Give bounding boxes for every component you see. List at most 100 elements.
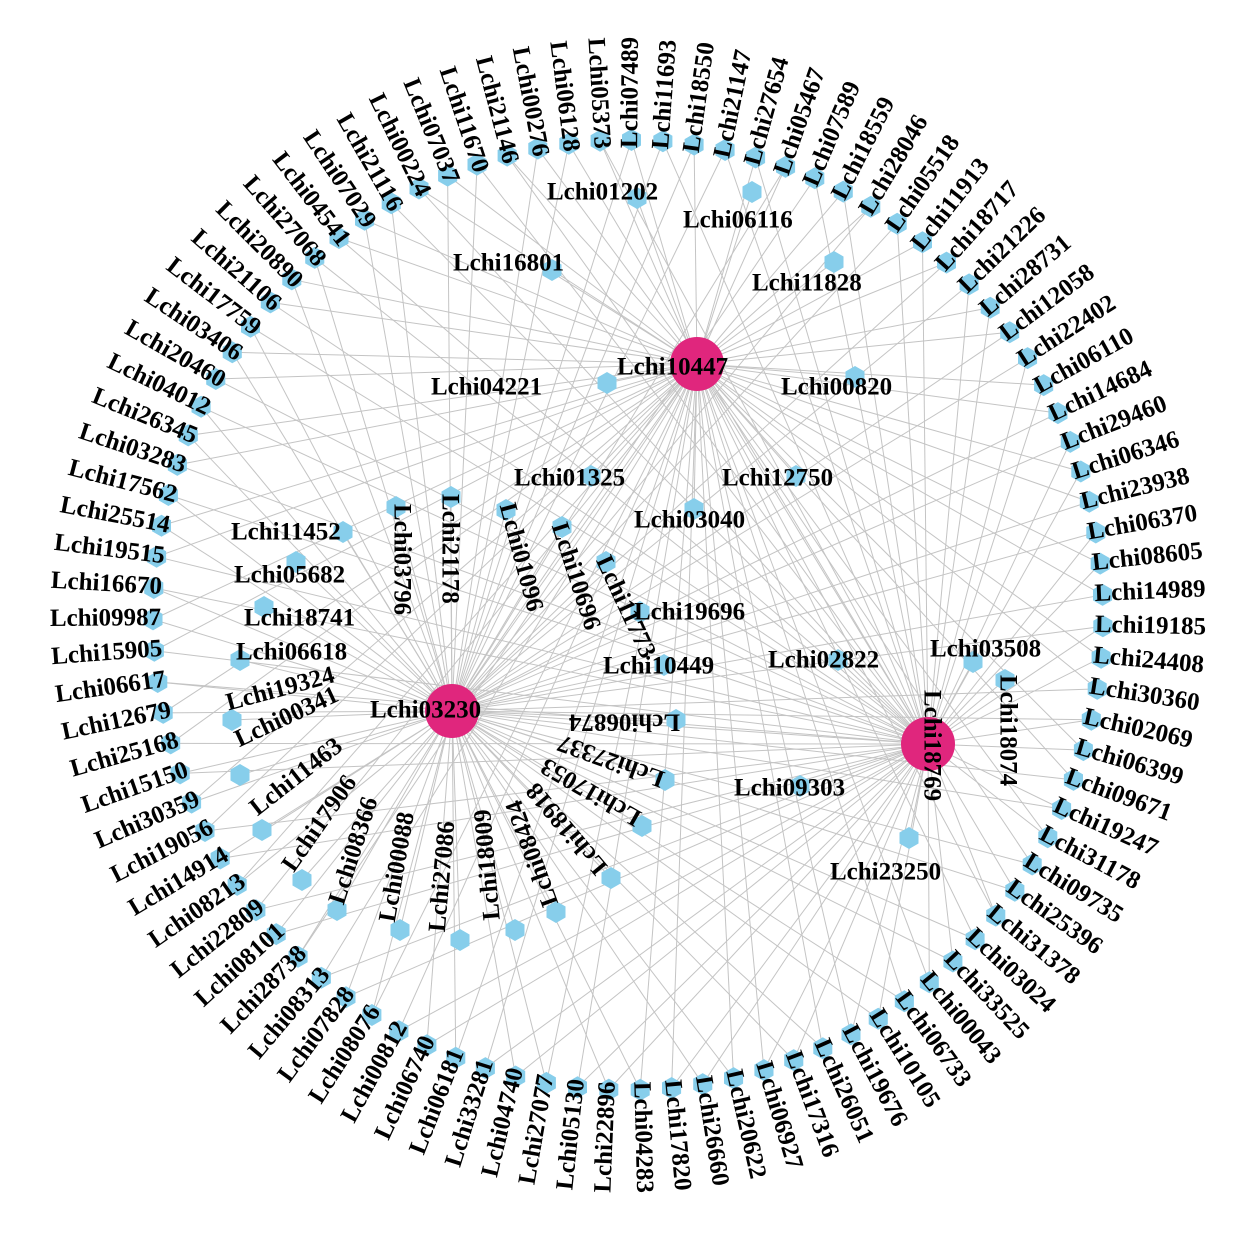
edge [693,144,698,365]
gene-node [536,1071,556,1094]
edge [696,363,1049,838]
gene-node [684,133,704,156]
edge [451,611,641,712]
gene-node [230,764,250,786]
edge [364,219,698,365]
gene-node [632,815,652,837]
edge [696,363,905,1002]
edge [451,710,1092,721]
gene-node [286,551,306,573]
edge [451,363,698,712]
gene-label: Lchi27086 [424,820,461,933]
gene-node [542,259,562,281]
edge [232,351,698,365]
edge [631,139,698,365]
edge [275,710,453,935]
gene-label: Lchi19696 [634,599,745,626]
gene-node [630,601,650,623]
edge [371,710,453,1016]
edge [191,710,453,804]
gene-node [828,649,848,671]
edge [168,494,929,745]
edge [336,710,453,911]
gene-node [568,1076,587,1099]
edge [291,279,453,712]
gene-node [824,251,844,273]
gene-node [161,732,181,755]
edge [154,650,929,745]
gene-node [195,820,215,842]
edge [451,148,539,712]
gene-label: Lchi05373 [582,37,615,150]
edge [793,743,929,1061]
edge [662,141,929,745]
gene-node [581,465,601,487]
edge [270,301,929,745]
edge [451,664,665,712]
gene-node [1093,583,1113,606]
edge [696,241,923,365]
edge [451,710,517,1077]
gene-node [1038,826,1058,849]
gene-label: Lchi14989 [1094,575,1206,607]
gene-node [1087,677,1107,700]
gene-node [153,701,173,724]
edge [187,435,453,712]
edge [696,363,852,1035]
gene-node [1060,430,1080,453]
gene-node [170,762,190,785]
gene-node [959,273,979,296]
edge [599,140,698,365]
edge [451,149,726,712]
edge [696,363,929,745]
gene-node [654,654,674,676]
edge [451,625,1103,712]
gene-label: Lchi01096 [494,500,549,614]
gene-label: Lchi18009 [469,808,506,921]
gene-node [887,212,907,235]
edge [320,363,698,979]
gene-node [601,867,621,889]
gene-node [1071,460,1091,483]
edge [696,191,844,365]
gene-node [147,545,167,568]
edge [451,710,704,1085]
edge [321,743,929,979]
edge [702,743,929,1085]
edge [255,743,929,911]
gene-label: Lchi08605 [1091,537,1204,576]
gene-node [327,899,347,921]
edge [451,412,1059,712]
edge [236,710,453,886]
gene-node [143,608,163,631]
gene-node [724,1067,744,1090]
edge [451,561,607,712]
gene-node [1005,879,1025,902]
gene-node [210,847,230,870]
hub-node [670,337,724,391]
edge [763,743,929,1071]
gene-node [305,246,325,269]
edge [451,710,547,1084]
edge [927,657,1102,745]
gene-node [1048,402,1068,425]
gene-node [222,341,242,364]
edge [153,587,929,745]
edge [398,363,698,1032]
gene-node [784,1049,804,1072]
gene-node [390,919,410,941]
gene-node [227,873,247,896]
edge [451,710,557,913]
edge [636,197,698,365]
edge [297,363,698,957]
gene-node [252,819,272,841]
gene-node [1093,615,1113,638]
edge [696,363,1101,565]
gene-label: Lchi19185 [1095,611,1207,641]
gene-node [786,465,806,487]
gene-label: Lchi16670 [50,567,162,600]
edge [755,157,929,745]
gene-node [965,928,985,951]
edge [398,743,929,1032]
gene-node [666,709,686,731]
